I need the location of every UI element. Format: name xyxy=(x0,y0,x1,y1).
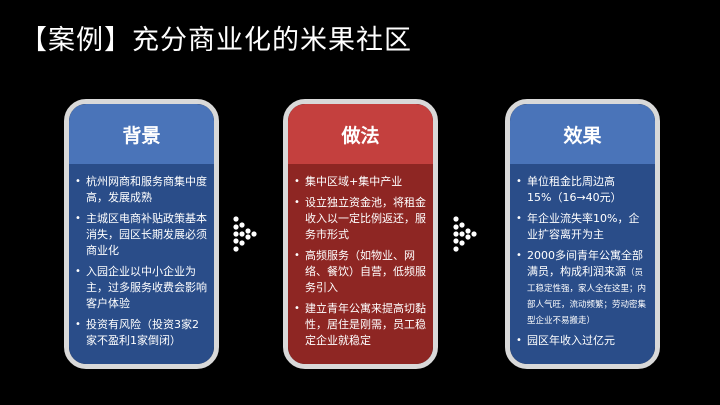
list-item: 高频服务（如物业、网络、餐饮）自营，低频服务引入 xyxy=(292,248,427,296)
background-card-body: 杭州网商和服务商集中度高，发展成熟 主城区电商补贴政策基本消失，园区长期发展必须… xyxy=(69,164,214,364)
list-item: 年企业流失率10%，企业扩容离开为主 xyxy=(514,211,649,243)
list-item: 主城区电商补贴政策基本消失，园区长期发展必须商业化 xyxy=(73,211,208,259)
list-item: 单位租金比周边高15%（16→40元） xyxy=(514,174,649,206)
effect-card: 效果 单位租金比周边高15%（16→40元） 年企业流失率10%，企业扩容离开为… xyxy=(505,99,660,369)
list-item: 园区年收入过亿元 xyxy=(514,333,649,349)
dots-arrow-icon xyxy=(233,214,257,254)
background-list: 杭州网商和服务商集中度高，发展成熟 主城区电商补贴政策基本消失，园区长期发展必须… xyxy=(73,174,208,349)
dots-arrow-icon xyxy=(453,214,477,254)
slide-title: 【案例】充分商业化的米果社区 xyxy=(20,25,412,56)
effect-card-heading: 效果 xyxy=(510,104,655,164)
list-item: 杭州网商和服务商集中度高，发展成熟 xyxy=(73,174,208,206)
background-card: 背景 杭州网商和服务商集中度高，发展成熟 主城区电商补贴政策基本消失，园区长期发… xyxy=(64,99,219,369)
list-item: 投资有风险（投资3家2家不盈利1家倒闭） xyxy=(73,317,208,349)
background-card-heading: 背景 xyxy=(69,104,214,164)
effect-card-body: 单位租金比周边高15%（16→40元） 年企业流失率10%，企业扩容离开为主 2… xyxy=(510,164,655,364)
method-card: 做法 集中区域+集中产业 设立独立资金池，将租金收入以一定比例返还，服务市形式 … xyxy=(283,99,438,369)
effect-list: 单位租金比周边高15%（16→40元） 年企业流失率10%，企业扩容离开为主 2… xyxy=(514,174,649,349)
list-item-note: （员工稳定性强，家人全在这里；内部人气旺，流动频繁；劳动密集型企业不易搬走） xyxy=(527,268,647,326)
list-item: 2000多间青年公寓全部满员，构成利润来源（员工稳定性强，家人全在这里；内部人气… xyxy=(514,248,649,328)
list-item: 集中区域+集中产业 xyxy=(292,174,427,190)
method-card-body: 集中区域+集中产业 设立独立资金池，将租金收入以一定比例返还，服务市形式 高频服… xyxy=(288,164,433,364)
method-card-heading: 做法 xyxy=(288,104,433,164)
list-item-text: 2000多间青年公寓全部满员，构成利润来源 xyxy=(527,249,643,278)
list-item: 设立独立资金池，将租金收入以一定比例返还，服务市形式 xyxy=(292,195,427,243)
method-list: 集中区域+集中产业 设立独立资金池，将租金收入以一定比例返还，服务市形式 高频服… xyxy=(292,174,427,349)
list-item: 入园企业以中小企业为主，过多服务收费会影响客户体验 xyxy=(73,264,208,312)
list-item: 建立青年公寓来提高切黏性，居住是刚需，员工稳定企业就稳定 xyxy=(292,301,427,349)
